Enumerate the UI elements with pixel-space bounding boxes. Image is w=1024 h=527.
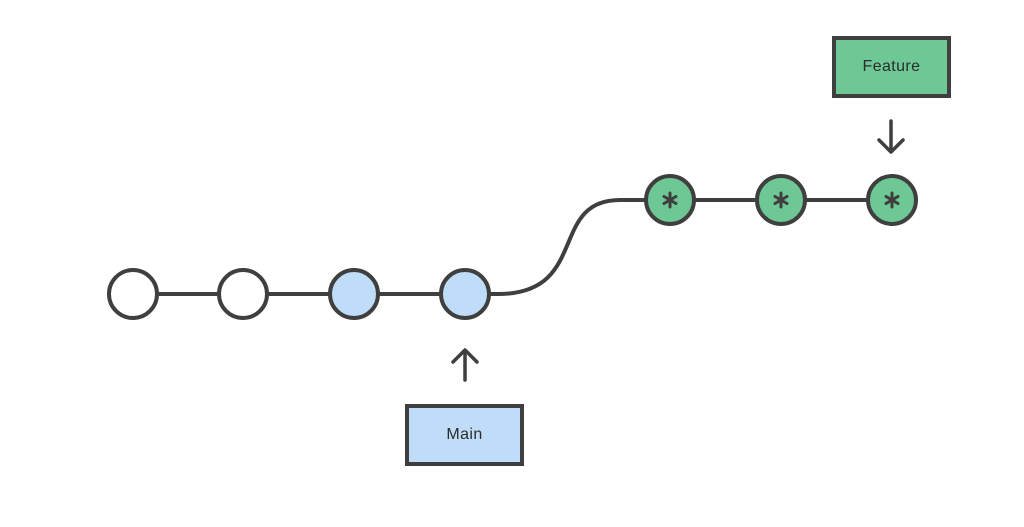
main-head-commit-node [439,268,491,320]
branch-curve [496,198,894,296]
asterisk-icon [884,191,900,209]
arrow-down-icon [877,119,905,154]
commit-node [107,268,159,320]
arrow-up-icon [451,348,479,382]
feature-commit-node [755,174,807,226]
feature-commit-node [644,174,696,226]
commit-node [217,268,269,320]
feature-branch-label: Feature [832,36,951,98]
asterisk-icon [773,191,789,209]
feature-head-commit-node [866,174,918,226]
main-label-text: Main [446,426,483,443]
main-branch-label: Main [405,404,524,466]
main-commit-node [328,268,380,320]
asterisk-icon [662,191,678,209]
feature-label-text: Feature [862,58,921,75]
